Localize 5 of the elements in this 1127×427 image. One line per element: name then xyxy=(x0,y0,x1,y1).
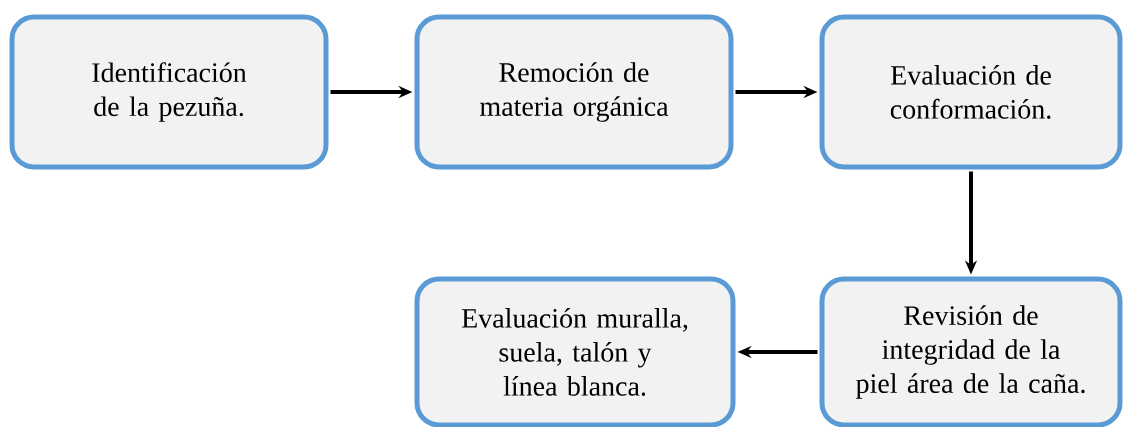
process-box: Revisión de integridad de la piel área de la caña. xyxy=(819,276,1123,427)
process-box: Evaluación muralla, suela, talón y línea blanca. xyxy=(414,276,736,427)
process-box: Evaluación de conformación. xyxy=(819,14,1123,170)
process-box: Remoción de materia orgánica xyxy=(414,14,734,170)
process-box: Identificación de la pezuña. xyxy=(9,14,329,170)
